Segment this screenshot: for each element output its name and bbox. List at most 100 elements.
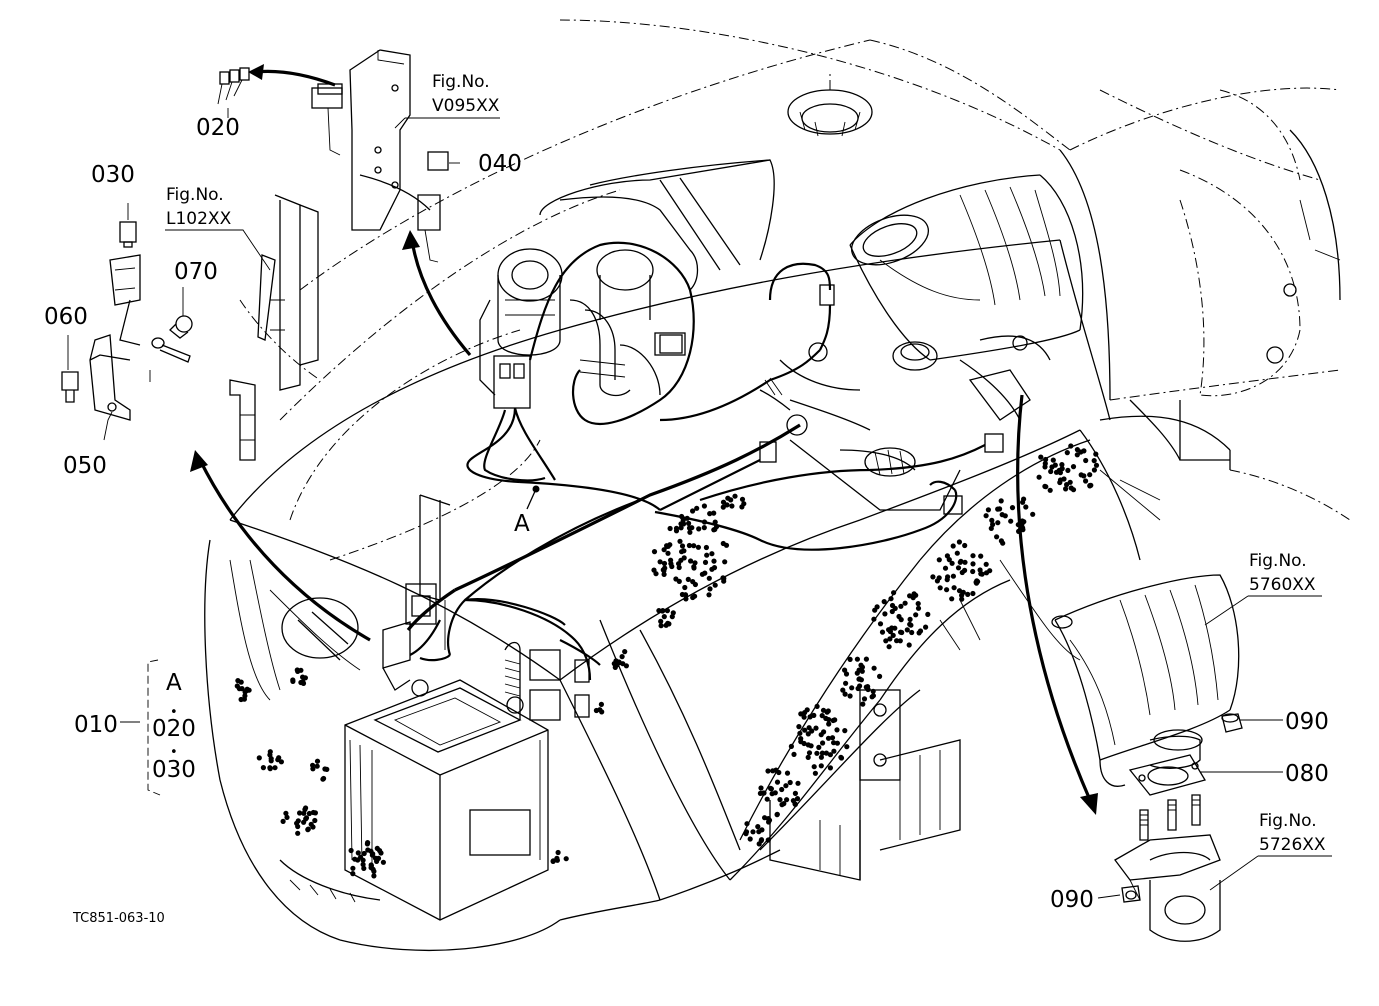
- callout-020: 020: [196, 115, 240, 141]
- callout-040: 040: [478, 151, 522, 177]
- fig-number-l102: L102XX: [166, 209, 232, 229]
- fig-label-5726: Fig.No.: [1259, 811, 1317, 831]
- decal-dot: [887, 629, 894, 635]
- decal-dot: [877, 621, 884, 627]
- relay-mount-plate: [311, 49, 449, 263]
- decal-dot: [791, 751, 797, 758]
- decal-dot: [290, 677, 296, 683]
- decal-dot: [843, 680, 849, 686]
- decal-dot: [706, 575, 712, 581]
- decal-dot: [907, 616, 913, 623]
- decal-dot: [970, 561, 976, 567]
- decal-dot: [743, 831, 749, 837]
- decal-dot: [861, 696, 868, 702]
- decal-dot: [788, 743, 795, 750]
- decal-dot: [1087, 482, 1093, 489]
- decal-dot: [796, 724, 802, 730]
- decal-dot: [855, 685, 861, 692]
- callout-090-lower: 090: [1050, 887, 1094, 913]
- figure-references: Fig.No. V095XX Fig.No. L102XX Fig.No. 57…: [166, 72, 1326, 855]
- decal-dot: [361, 865, 367, 872]
- harness-a-leader: [526, 488, 537, 510]
- decal-dot: [1064, 450, 1070, 456]
- decal-dot: [744, 821, 750, 827]
- decal-dot: [267, 752, 273, 758]
- decal-dot: [925, 611, 931, 618]
- decal-dot: [936, 557, 942, 563]
- decal-dot: [238, 696, 244, 703]
- decal-dot: [879, 629, 886, 635]
- assembly-arrows: [190, 64, 1098, 815]
- decal-dot: [661, 614, 667, 620]
- decal-dot: [975, 579, 981, 585]
- tractor-body-outline: [204, 19, 1351, 952]
- decal-dot: [701, 525, 707, 531]
- decal-dot: [1068, 443, 1074, 449]
- decal-dot: [1068, 485, 1074, 491]
- decal-dot: [371, 873, 377, 879]
- decal-dot: [691, 543, 697, 549]
- decal-dot: [280, 818, 286, 825]
- decal-dot: [820, 740, 826, 746]
- decal-dot: [692, 593, 698, 599]
- decal-dot: [965, 591, 971, 598]
- decal-dot: [797, 730, 803, 736]
- decal-dot: [998, 498, 1004, 504]
- decal-dot: [712, 519, 718, 525]
- decal-dot: [310, 809, 316, 816]
- decal-dot: [368, 848, 374, 854]
- decal-dot: [983, 561, 989, 567]
- decal-dot: [877, 673, 883, 680]
- fig-number-5760: 5760XX: [1249, 575, 1316, 595]
- decal-dot: [774, 812, 780, 818]
- decal-dot: [904, 627, 910, 633]
- callout-080: 080: [1285, 761, 1329, 787]
- decal-dot: [934, 578, 941, 584]
- decal-dot: [690, 579, 696, 585]
- decal-dot: [906, 642, 912, 648]
- decal-dot: [985, 507, 992, 513]
- decal-dot: [944, 577, 950, 583]
- decal-dot: [374, 845, 380, 852]
- callout-090-upper: 090: [1285, 709, 1329, 735]
- decal-dot: [826, 721, 832, 727]
- decal-dot: [728, 497, 734, 503]
- decal-dot: [739, 496, 746, 502]
- decal-dot: [781, 801, 787, 807]
- decal-dot: [667, 525, 673, 532]
- decal-dot: [661, 560, 668, 567]
- decal-dot: [1078, 449, 1084, 455]
- decal-dot: [888, 596, 894, 602]
- decal-dot: [295, 830, 301, 836]
- decal-dot: [1043, 484, 1049, 490]
- decal-dot: [890, 632, 896, 639]
- decal-dot: [774, 779, 781, 785]
- decal-dot: [711, 558, 717, 564]
- decal-dot: [711, 510, 717, 516]
- decal-dot: [235, 678, 241, 684]
- decal-dot: [955, 565, 962, 571]
- decal-dot: [956, 588, 963, 594]
- decal-dot: [706, 592, 712, 598]
- decal-dot: [554, 857, 561, 863]
- decal-dot: [660, 608, 666, 614]
- decal-dot: [777, 797, 783, 803]
- decal-dot: [1023, 504, 1029, 510]
- decal-dot: [842, 667, 848, 673]
- fuse-bracket: [504, 641, 590, 721]
- decal-dot: [1059, 462, 1065, 468]
- decal-dot: [812, 770, 819, 776]
- decal-dot: [687, 529, 693, 535]
- decal-dot: [699, 571, 706, 577]
- decal-dot: [834, 727, 840, 733]
- decal-dot: [829, 735, 836, 741]
- decal-dot: [651, 549, 658, 555]
- decal-dot: [682, 592, 689, 598]
- decal-dot: [701, 519, 708, 525]
- decal-dot: [827, 752, 834, 758]
- decal-dot: [818, 754, 825, 760]
- decal-dot: [942, 565, 949, 571]
- decal-dot: [779, 786, 785, 793]
- decal-dot: [711, 527, 717, 533]
